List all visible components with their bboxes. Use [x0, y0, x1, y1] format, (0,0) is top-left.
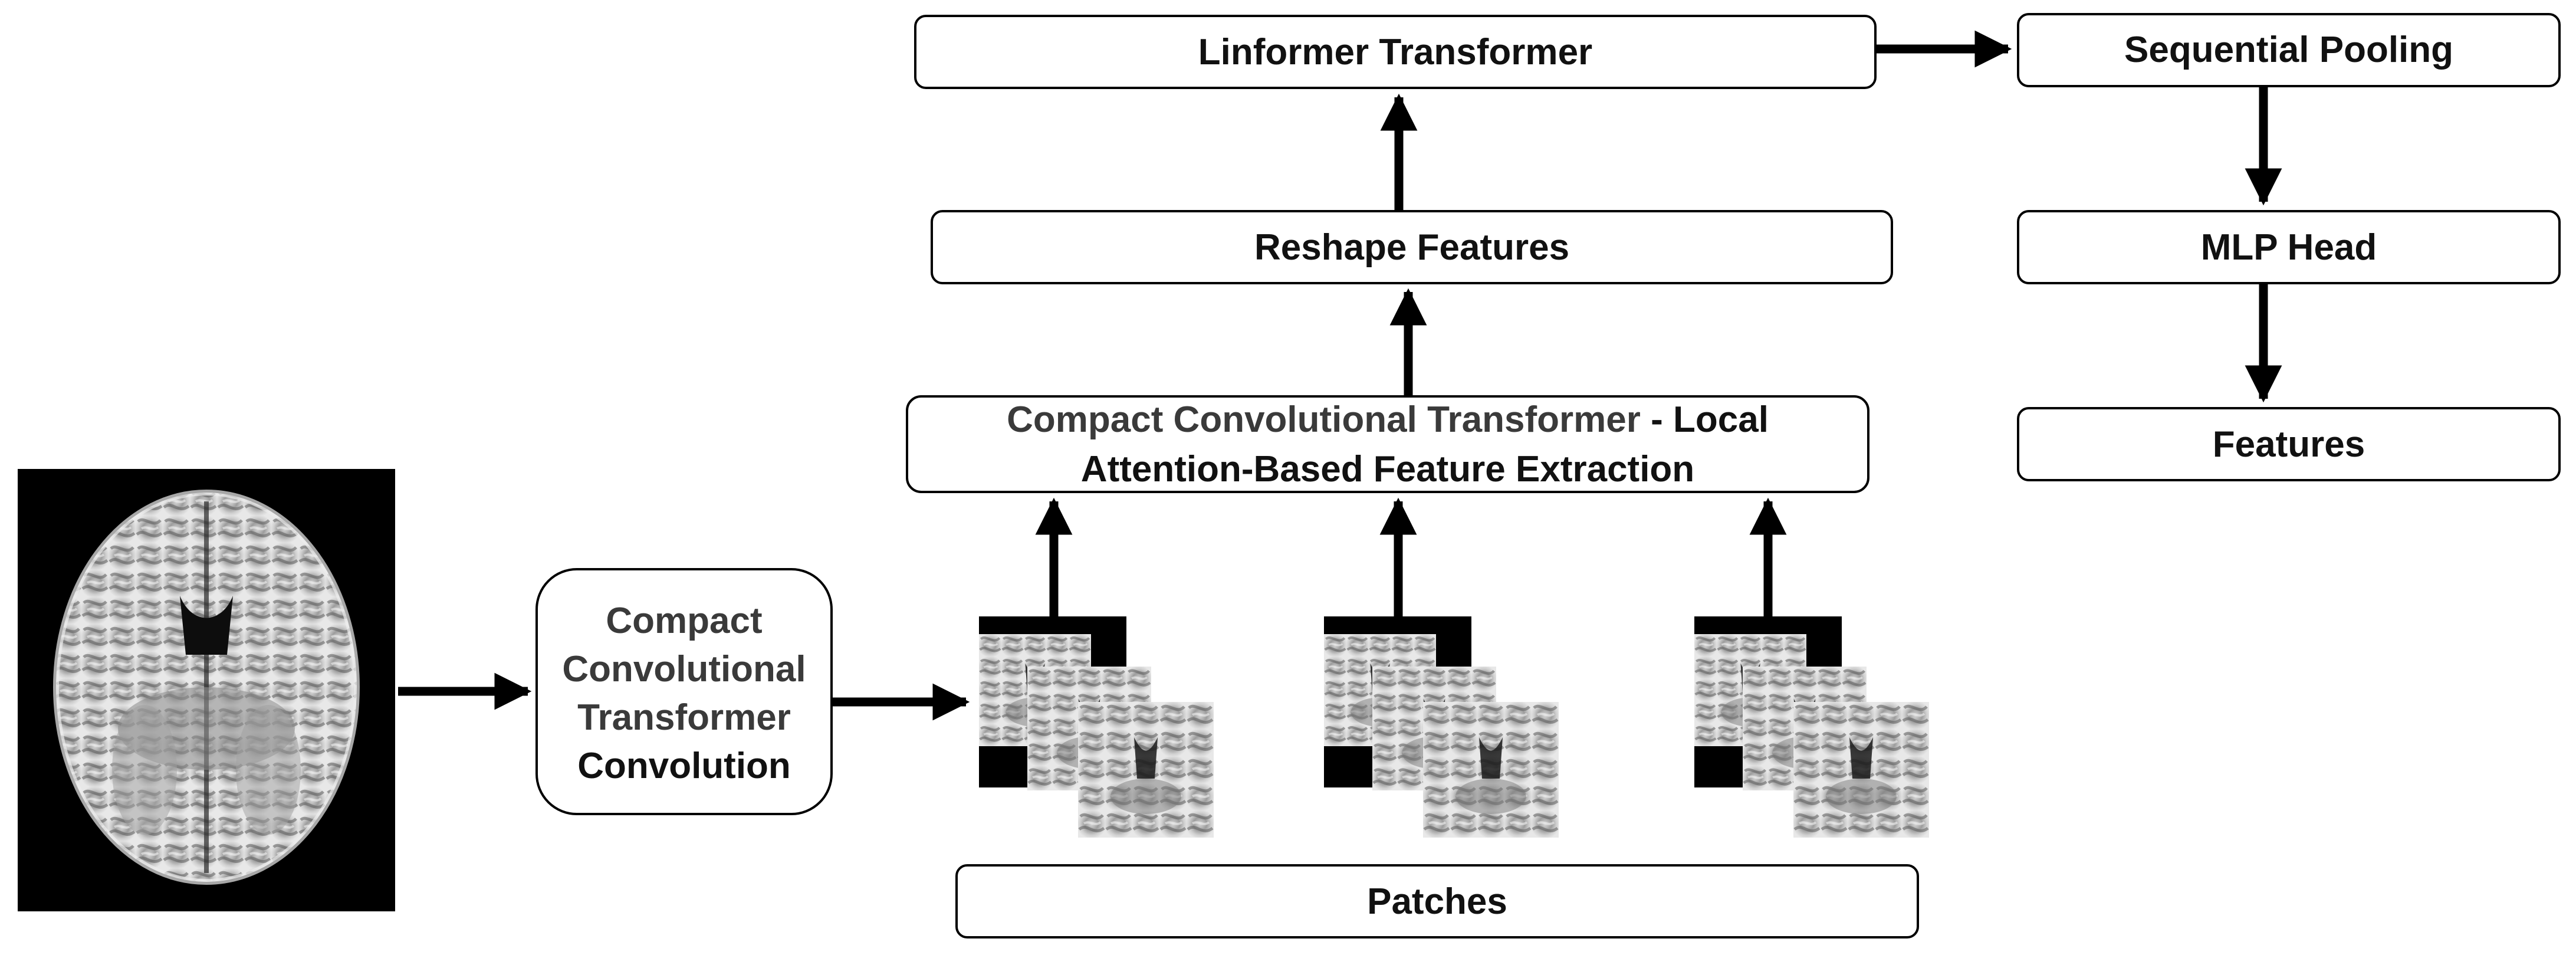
cct-conv-line2: Convolutional [562, 649, 806, 690]
linformer-transformer-box: Linformer Transformer [914, 15, 1877, 89]
cct-local-attention-box: Compact Convolutional Transformer - Loca… [906, 395, 1869, 493]
sequential-pooling-box: Sequential Pooling [2017, 13, 2561, 87]
cct-conv-line4: Convolution [577, 746, 791, 786]
patch-stack-2 [1324, 616, 1559, 838]
cct-conv-line3: Transformer [577, 697, 791, 738]
mlp-head-label: MLP Head [2201, 227, 2377, 268]
cct-local-subtitle: Attention-Based Feature Extraction [1081, 449, 1694, 490]
sequential-pooling-label: Sequential Pooling [2124, 29, 2453, 70]
reshape-features-box: Reshape Features [931, 210, 1893, 284]
patches-label: Patches [1367, 881, 1507, 922]
cct-local-title-gray: Compact Convolutional Transformer [1007, 399, 1641, 440]
mlp-head-box: MLP Head [2017, 210, 2561, 284]
features-label: Features [2213, 424, 2365, 465]
cct-convolution-box: Compact Convolutional Transformer Convol… [535, 568, 833, 815]
patch-stack-1 [979, 616, 1214, 838]
patch-stack-3 [1694, 616, 1929, 838]
features-box: Features [2017, 407, 2561, 481]
svg-text:Compact Convolutional Transfor: Compact Convolutional Transformer - Loca… [1007, 399, 1769, 440]
linformer-transformer-label: Linformer Transformer [1198, 32, 1592, 73]
cct-conv-line1: Compact [606, 600, 762, 641]
input-mri-image [18, 469, 395, 911]
cct-local-title-bold: - Local [1641, 399, 1769, 440]
reshape-features-label: Reshape Features [1254, 227, 1569, 268]
patches-box: Patches [955, 864, 1919, 938]
